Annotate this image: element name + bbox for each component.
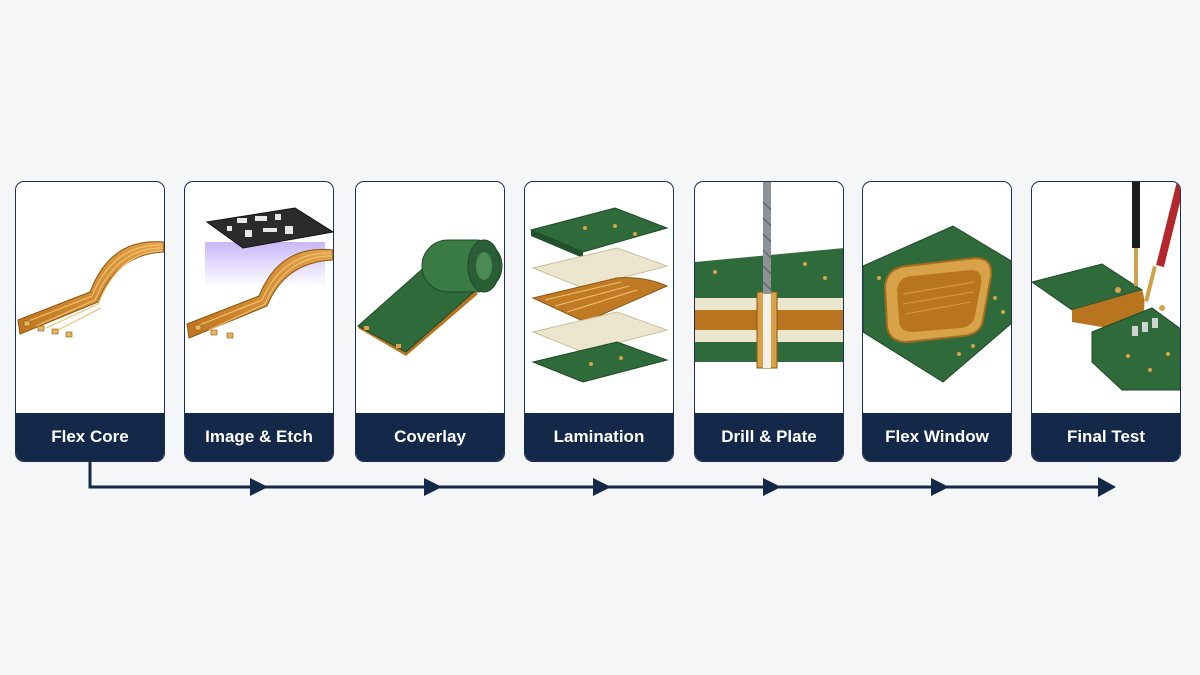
step-card-flex-window: Flex Window	[862, 181, 1012, 462]
step-card-coverlay: Coverlay	[355, 181, 505, 462]
flow-arrowhead	[931, 478, 949, 496]
flow-arrowhead	[250, 478, 268, 496]
step-card-image-etch: Image & Etch	[184, 181, 334, 462]
step-label: Drill & Plate	[695, 413, 843, 461]
final-test-icon	[1032, 182, 1180, 414]
step-label: Flex Core	[16, 413, 164, 461]
step-card-lamination: Lamination	[524, 181, 674, 462]
step-card-drill-plate: Drill & Plate	[694, 181, 844, 462]
step-label: Lamination	[525, 413, 673, 461]
flow-arrowhead	[424, 478, 442, 496]
step-label: Final Test	[1032, 413, 1180, 461]
flex-core-icon	[16, 182, 164, 414]
step-label: Coverlay	[356, 413, 504, 461]
step-label: Flex Window	[863, 413, 1011, 461]
flex-window-icon	[863, 182, 1011, 414]
coverlay-icon	[356, 182, 504, 414]
flow-arrowhead	[593, 478, 611, 496]
step-card-flex-core: Flex Core	[15, 181, 165, 462]
flow-arrowhead	[1098, 477, 1116, 497]
drill-plate-icon	[695, 182, 843, 414]
step-label: Image & Etch	[185, 413, 333, 461]
step-card-final-test: Final Test	[1031, 181, 1181, 462]
flow-arrowhead	[763, 478, 781, 496]
lamination-icon	[525, 182, 673, 414]
image-etch-icon	[185, 182, 333, 414]
